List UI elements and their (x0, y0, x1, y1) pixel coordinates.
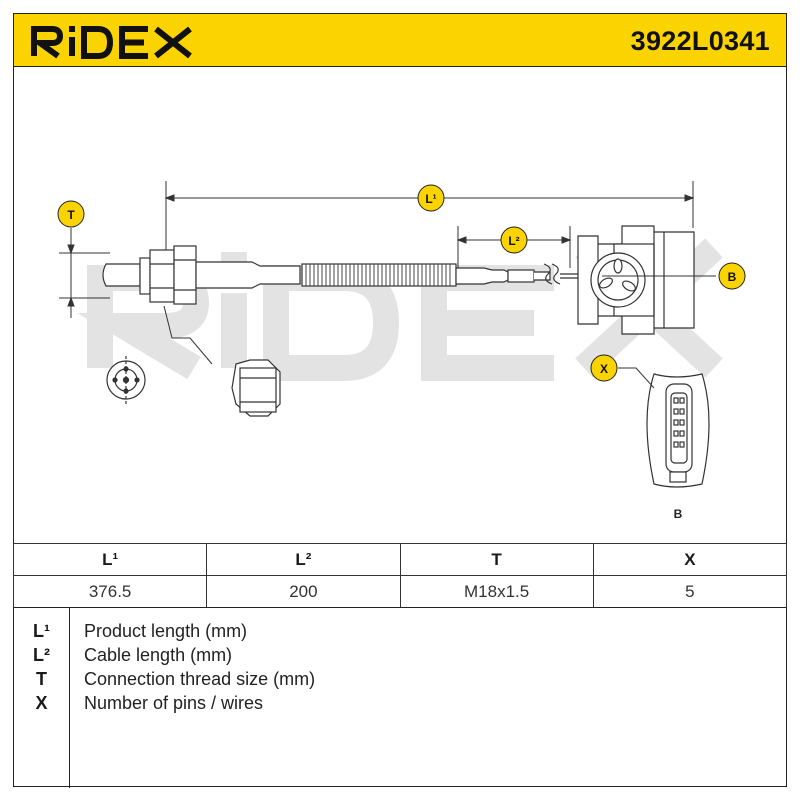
legend-desc: Cable length (mm) (84, 645, 233, 665)
spec-header-l1: L¹ (12, 543, 208, 576)
spec-value-l1: 376.5 (12, 575, 208, 608)
x-label: X (600, 362, 608, 376)
legend-key: L¹ (33, 621, 50, 641)
t-badge: T (57, 200, 85, 228)
legend: L¹ Product length (mm) L² Cable length (… (13, 607, 788, 788)
l1-badge: L¹ (417, 184, 445, 212)
legend-row-t: T Connection thread size (mm) (14, 667, 788, 691)
cable (455, 263, 580, 285)
spec-table: L¹ L² T X 376.5 200 M18x1.5 5 (12, 543, 788, 608)
spec-value-x: 5 (592, 575, 788, 608)
legend-divider (69, 608, 70, 788)
leader-line (163, 305, 213, 365)
x-leader-line (618, 367, 655, 389)
legend-row-l1: L¹ Product length (mm) (14, 619, 788, 643)
connector-b-label: B (674, 507, 683, 521)
b-badge: B (718, 262, 746, 290)
spec-header-t: T (399, 543, 594, 576)
legend-row-l2: L² Cable length (mm) (14, 643, 788, 667)
part-number: 3922L0341 (630, 26, 770, 56)
b-label: B (728, 270, 737, 284)
legend-desc: Number of pins / wires (84, 693, 264, 713)
header-bar: 3922L0341 (13, 13, 787, 67)
spec-value-row: 376.5 200 M18x1.5 5 (12, 575, 788, 608)
legend-row-x: X Number of pins / wires (14, 691, 788, 715)
t-label: T (67, 208, 75, 222)
legend-desc: Connection thread size (mm) (84, 669, 316, 689)
l1-label: L¹ (425, 192, 436, 206)
legend-key: X (35, 693, 48, 713)
spec-header-row: L¹ L² T X (12, 543, 788, 576)
dimension-t (59, 228, 110, 318)
legend-desc: Product length (mm) (84, 621, 248, 641)
technical-drawing: L¹ L² T (14, 68, 786, 542)
spec-value-t: M18x1.5 (399, 575, 594, 608)
l2-badge: L² (500, 226, 528, 254)
legend-key: T (36, 669, 47, 689)
l2-label: L² (508, 234, 519, 248)
hex-front-view (231, 359, 281, 417)
spec-header-l2: L² (206, 543, 401, 576)
legend-key: L² (33, 645, 50, 665)
sensor-drawing-svg: L¹ L² T (57, 181, 746, 521)
spec-header-x: X (592, 543, 788, 576)
connector-plug (577, 225, 695, 335)
x-badge: X (590, 354, 618, 382)
sleeve-ribs (305, 264, 451, 286)
connector-end-view (646, 373, 710, 488)
spec-value-l2: 200 (206, 575, 401, 608)
sensor-tip-front-view (106, 356, 146, 404)
ridex-logo (30, 26, 192, 59)
